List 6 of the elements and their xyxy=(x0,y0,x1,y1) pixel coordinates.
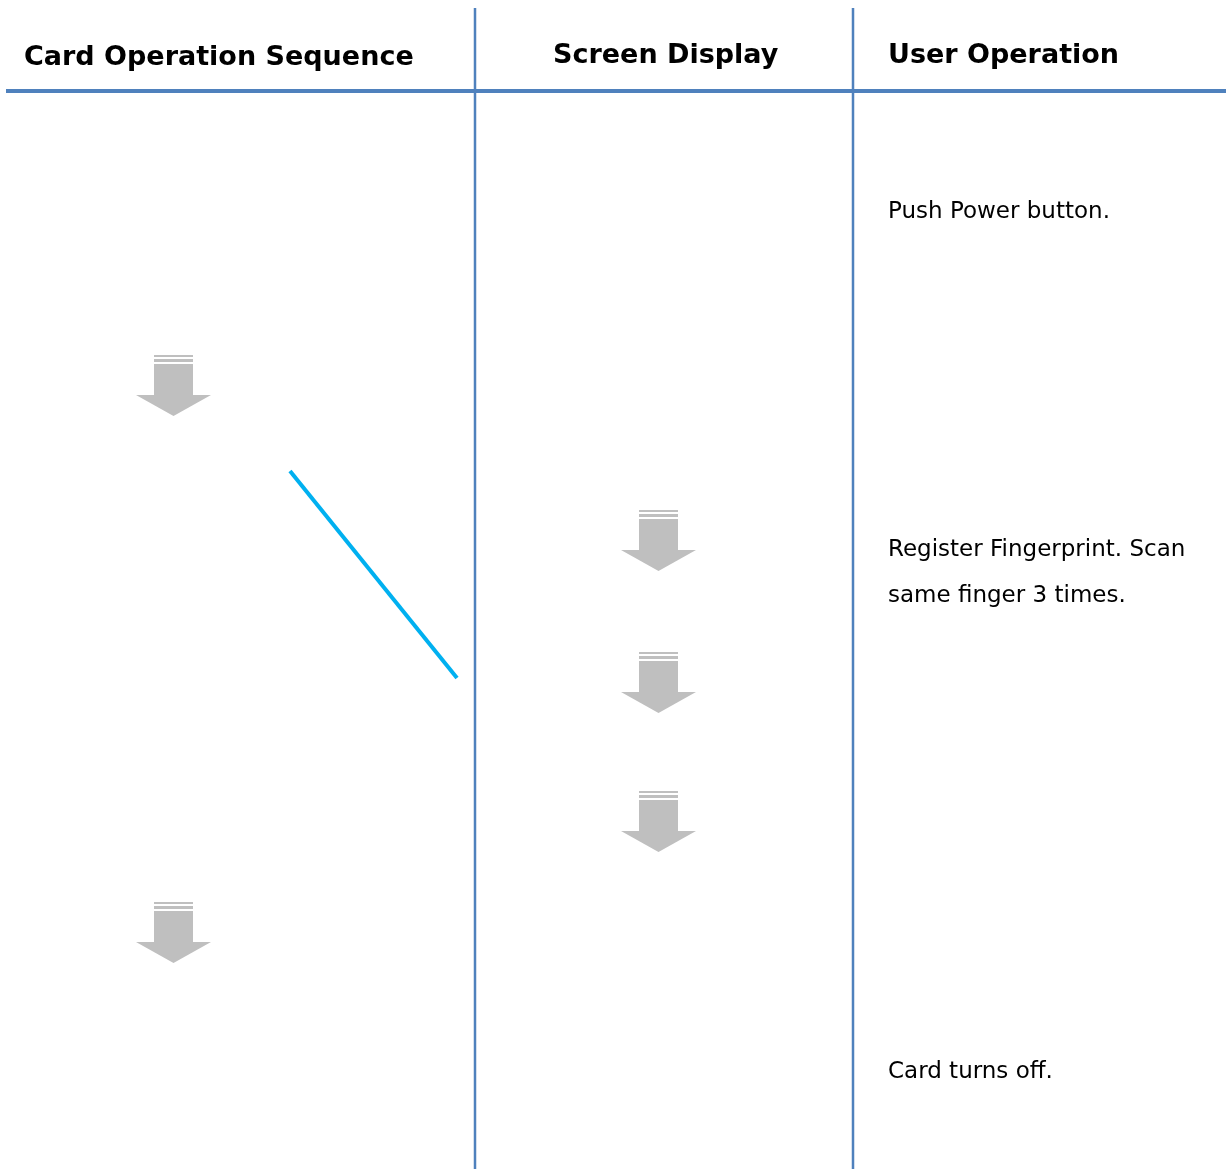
column-heading: Screen Display xyxy=(553,38,779,69)
column-heading: User Operation xyxy=(888,38,1120,69)
column-heading: Card Operation Sequence xyxy=(24,40,414,71)
step-text: Register Fingerprint. Scan same finger 3 times. xyxy=(888,534,1187,609)
step-text: Card turns off. xyxy=(888,1056,1054,1085)
step-text: Push Power button. xyxy=(888,196,1111,225)
